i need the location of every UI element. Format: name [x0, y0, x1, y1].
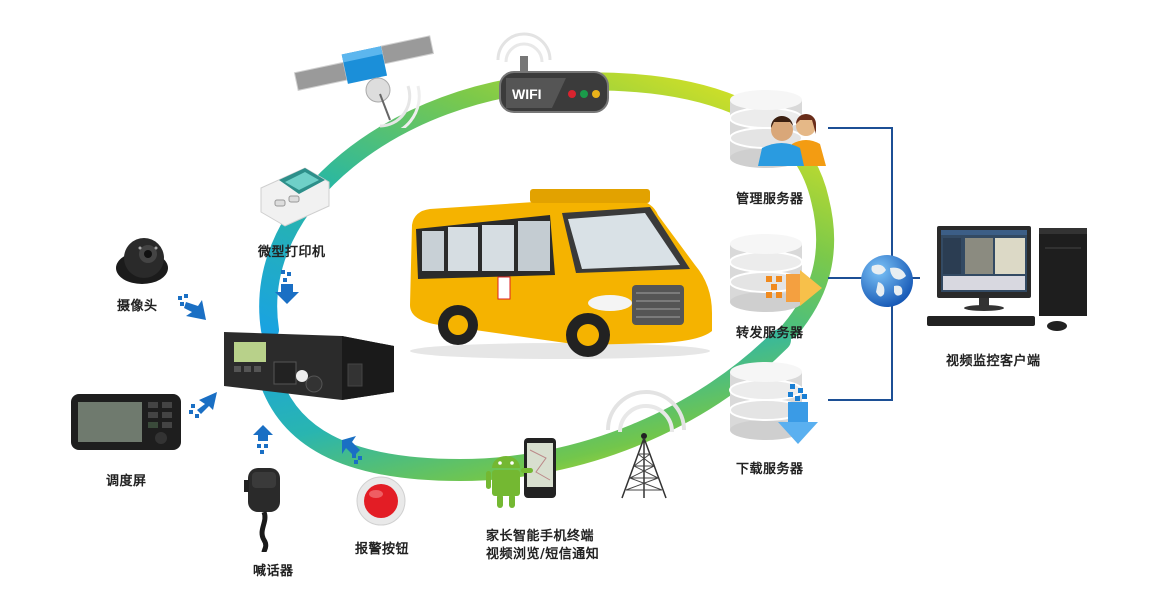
satellite — [290, 28, 440, 128]
arrow-down-right-icon — [178, 294, 206, 320]
phone-label-line2: 视频浏览/短信通知 — [486, 547, 600, 562]
wifi-router: WIFI — [492, 24, 616, 124]
smartphone-icon — [486, 438, 556, 508]
microphone-flow-arrow — [253, 425, 273, 455]
wifi-text: WIFI — [512, 86, 542, 102]
printer-flow-arrow — [275, 270, 299, 304]
dome-camera-icon — [116, 238, 168, 284]
arrow-up-icon — [253, 425, 273, 454]
phone-label-line1: 家长智能手机终端 — [486, 529, 595, 544]
android-icon — [486, 456, 533, 508]
download-server-icon — [729, 362, 818, 444]
desktop-computer-icon — [927, 226, 1087, 331]
printer-icon — [260, 167, 330, 227]
arrow-down-icon — [275, 270, 299, 304]
forwarding-server-label: 转发服务器 — [736, 326, 804, 341]
management-server — [728, 90, 828, 170]
vehicle-dvr-icon — [224, 332, 394, 400]
satellite-icon — [293, 35, 435, 128]
screen-label: 调度屏 — [106, 474, 147, 489]
dome-camera — [112, 232, 172, 288]
cell-tower-icon — [606, 390, 686, 499]
forwarding-server-icon — [729, 234, 822, 312]
printer-label: 微型打印机 — [258, 245, 326, 260]
school-bus — [400, 185, 720, 360]
alarm-button-icon — [356, 476, 406, 526]
microphone — [244, 466, 284, 552]
forward-arrow-icon — [766, 270, 822, 306]
microphone-icon — [244, 468, 280, 552]
users-icon — [758, 114, 826, 166]
camera-label: 摄像头 — [117, 299, 158, 314]
dispatch-screen — [70, 392, 182, 452]
management-server-icon — [729, 90, 826, 168]
alarm-button — [356, 476, 406, 526]
printer — [255, 160, 335, 230]
download-arrow-icon — [778, 384, 818, 444]
microphone-label: 喊话器 — [253, 564, 294, 579]
dispatch-screen-icon — [71, 394, 181, 450]
globe-icon — [861, 255, 913, 307]
arrow-up-right-icon — [189, 392, 217, 418]
bus-icon — [410, 189, 712, 359]
client-label: 视频监控客户端 — [946, 354, 1041, 369]
ring-lower-arc — [254, 329, 791, 482]
arrow-up-left-icon — [342, 436, 362, 464]
monitoring-client — [925, 222, 1095, 334]
wifi-router-icon: WIFI — [496, 32, 609, 113]
screen-flow-arrow — [187, 392, 217, 418]
internet-globe — [860, 254, 914, 308]
alarm-label: 报警按钮 — [355, 542, 410, 557]
management-server-label: 管理服务器 — [736, 192, 804, 207]
smartphone — [486, 438, 556, 518]
camera-flow-arrow — [176, 294, 206, 320]
download-server — [728, 362, 828, 446]
forwarding-server — [728, 234, 828, 314]
download-server-label: 下载服务器 — [736, 462, 804, 477]
alarm-flow-arrow — [340, 436, 364, 464]
cell-tower — [600, 380, 690, 500]
vehicle-dvr — [222, 326, 398, 402]
